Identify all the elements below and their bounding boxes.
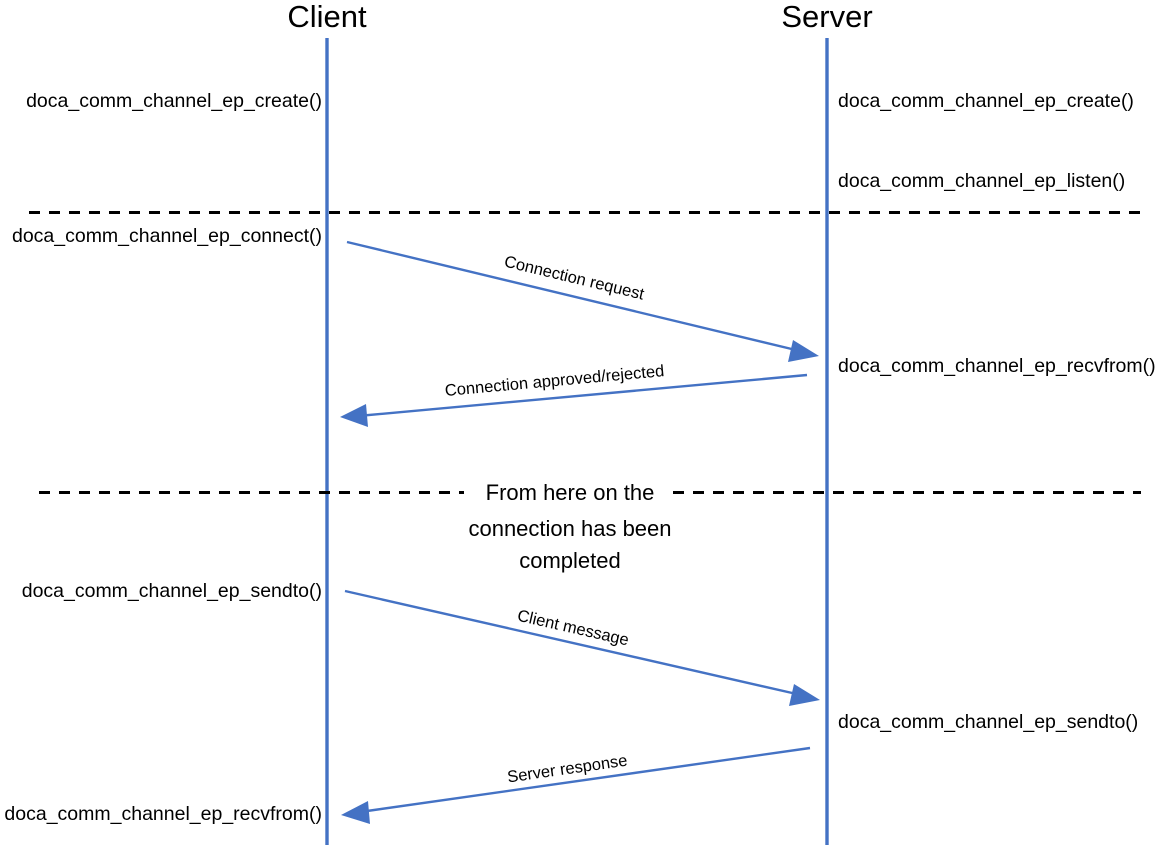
message-connection-approved-rejected: Connection approved/rejected bbox=[340, 362, 808, 427]
note-line-2: connection has been bbox=[468, 516, 671, 541]
client-call-connect: doca_comm_channel_ep_connect() bbox=[12, 225, 322, 247]
server-call-sendto: doca_comm_channel_ep_sendto() bbox=[838, 711, 1138, 733]
message-label-server-response: Server response bbox=[506, 752, 628, 787]
message-connection-request: Connection request bbox=[346, 240, 819, 362]
client-call-create: doca_comm_channel_ep_create() bbox=[26, 90, 322, 112]
client-call-sendto: doca_comm_channel_ep_sendto() bbox=[22, 580, 322, 602]
message-client-message: Client message bbox=[344, 589, 820, 706]
server-call-listen: doca_comm_channel_ep_listen() bbox=[838, 170, 1125, 192]
arrowhead-right-icon bbox=[789, 684, 820, 706]
note-line-3: completed bbox=[519, 548, 621, 573]
actor-title-server: Server bbox=[781, 0, 872, 34]
arrowhead-left-icon bbox=[340, 404, 368, 427]
arrowhead-left-icon bbox=[341, 801, 370, 824]
actor-title-client: Client bbox=[287, 0, 367, 34]
arrowhead-right-icon bbox=[788, 340, 819, 362]
server-call-recvfrom: doca_comm_channel_ep_recvfrom() bbox=[838, 355, 1156, 377]
client-call-recvfrom: doca_comm_channel_ep_recvfrom() bbox=[4, 803, 322, 825]
server-call-create: doca_comm_channel_ep_create() bbox=[838, 90, 1134, 112]
message-server-response: Server response bbox=[341, 746, 811, 824]
note-line-1: From here on the bbox=[486, 480, 655, 505]
message-label-connection-approved-rejected: Connection approved/rejected bbox=[444, 362, 665, 400]
